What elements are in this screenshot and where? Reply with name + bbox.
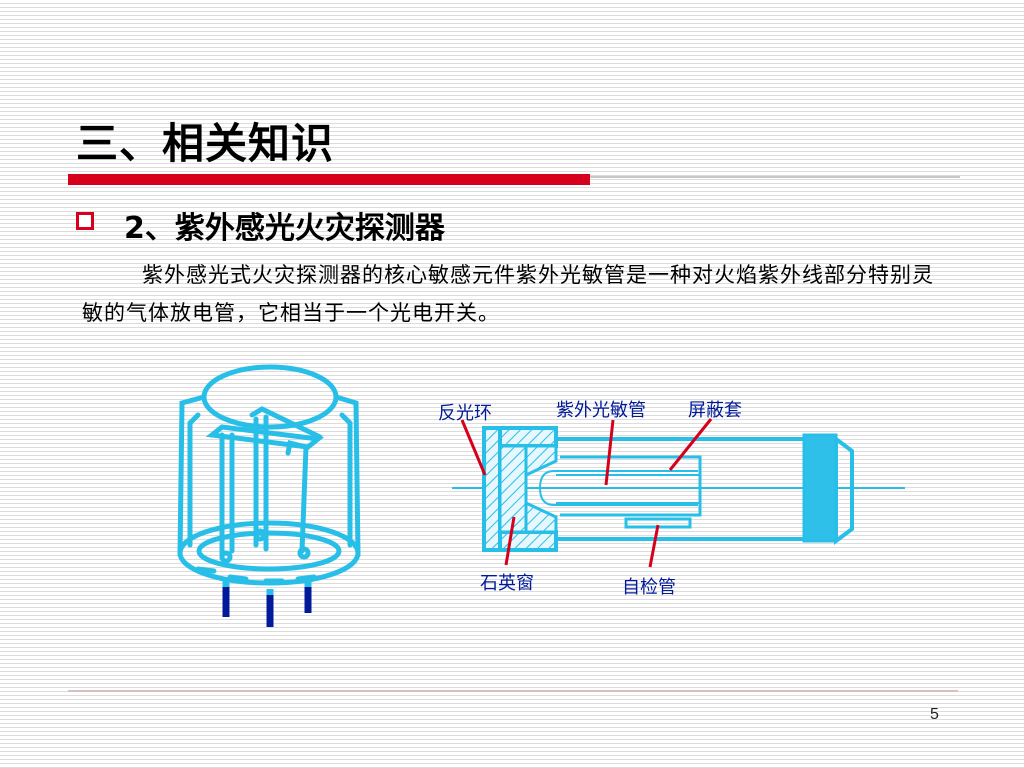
body-paragraph: 紫外感光式火灾探测器的核心敏感元件紫外光敏管是一种对火焰紫外线部分特别灵敏的气体… (82, 263, 934, 325)
self-test-tube-leader (648, 524, 660, 568)
slide-title: 三、相关知识 (76, 119, 335, 168)
shield-leader (668, 418, 713, 471)
label-reflector-ring: 反光环 (438, 403, 492, 424)
bullet-square-icon (76, 212, 94, 230)
label-self-test-tube: 自检管 (622, 577, 676, 598)
uv-tube-shape (539, 470, 698, 489)
uv-tube-bulb-illustration (177, 364, 361, 627)
title-underline-rule (590, 176, 960, 178)
reflector-ring-leader (460, 419, 487, 476)
detector-cross-section-diagram: 反光环 紫外光敏管 屏蔽套 石英窗 自检管 (438, 400, 905, 598)
page-number: 5 (930, 706, 939, 723)
label-uv-tube: 紫外光敏管 (556, 400, 646, 421)
title-underline-accent (68, 174, 590, 185)
shield-sleeve-shape (560, 455, 702, 517)
uv-tube-leader (604, 419, 615, 486)
label-quartz-window: 石英窗 (480, 573, 534, 594)
rear-connector-block (802, 433, 838, 543)
quartz-window-leader (504, 516, 516, 566)
section-subtitle: 2、紫外感光火灾探测器 (124, 211, 445, 246)
label-shield: 屏蔽套 (688, 400, 742, 421)
footer-rule (68, 690, 958, 692)
